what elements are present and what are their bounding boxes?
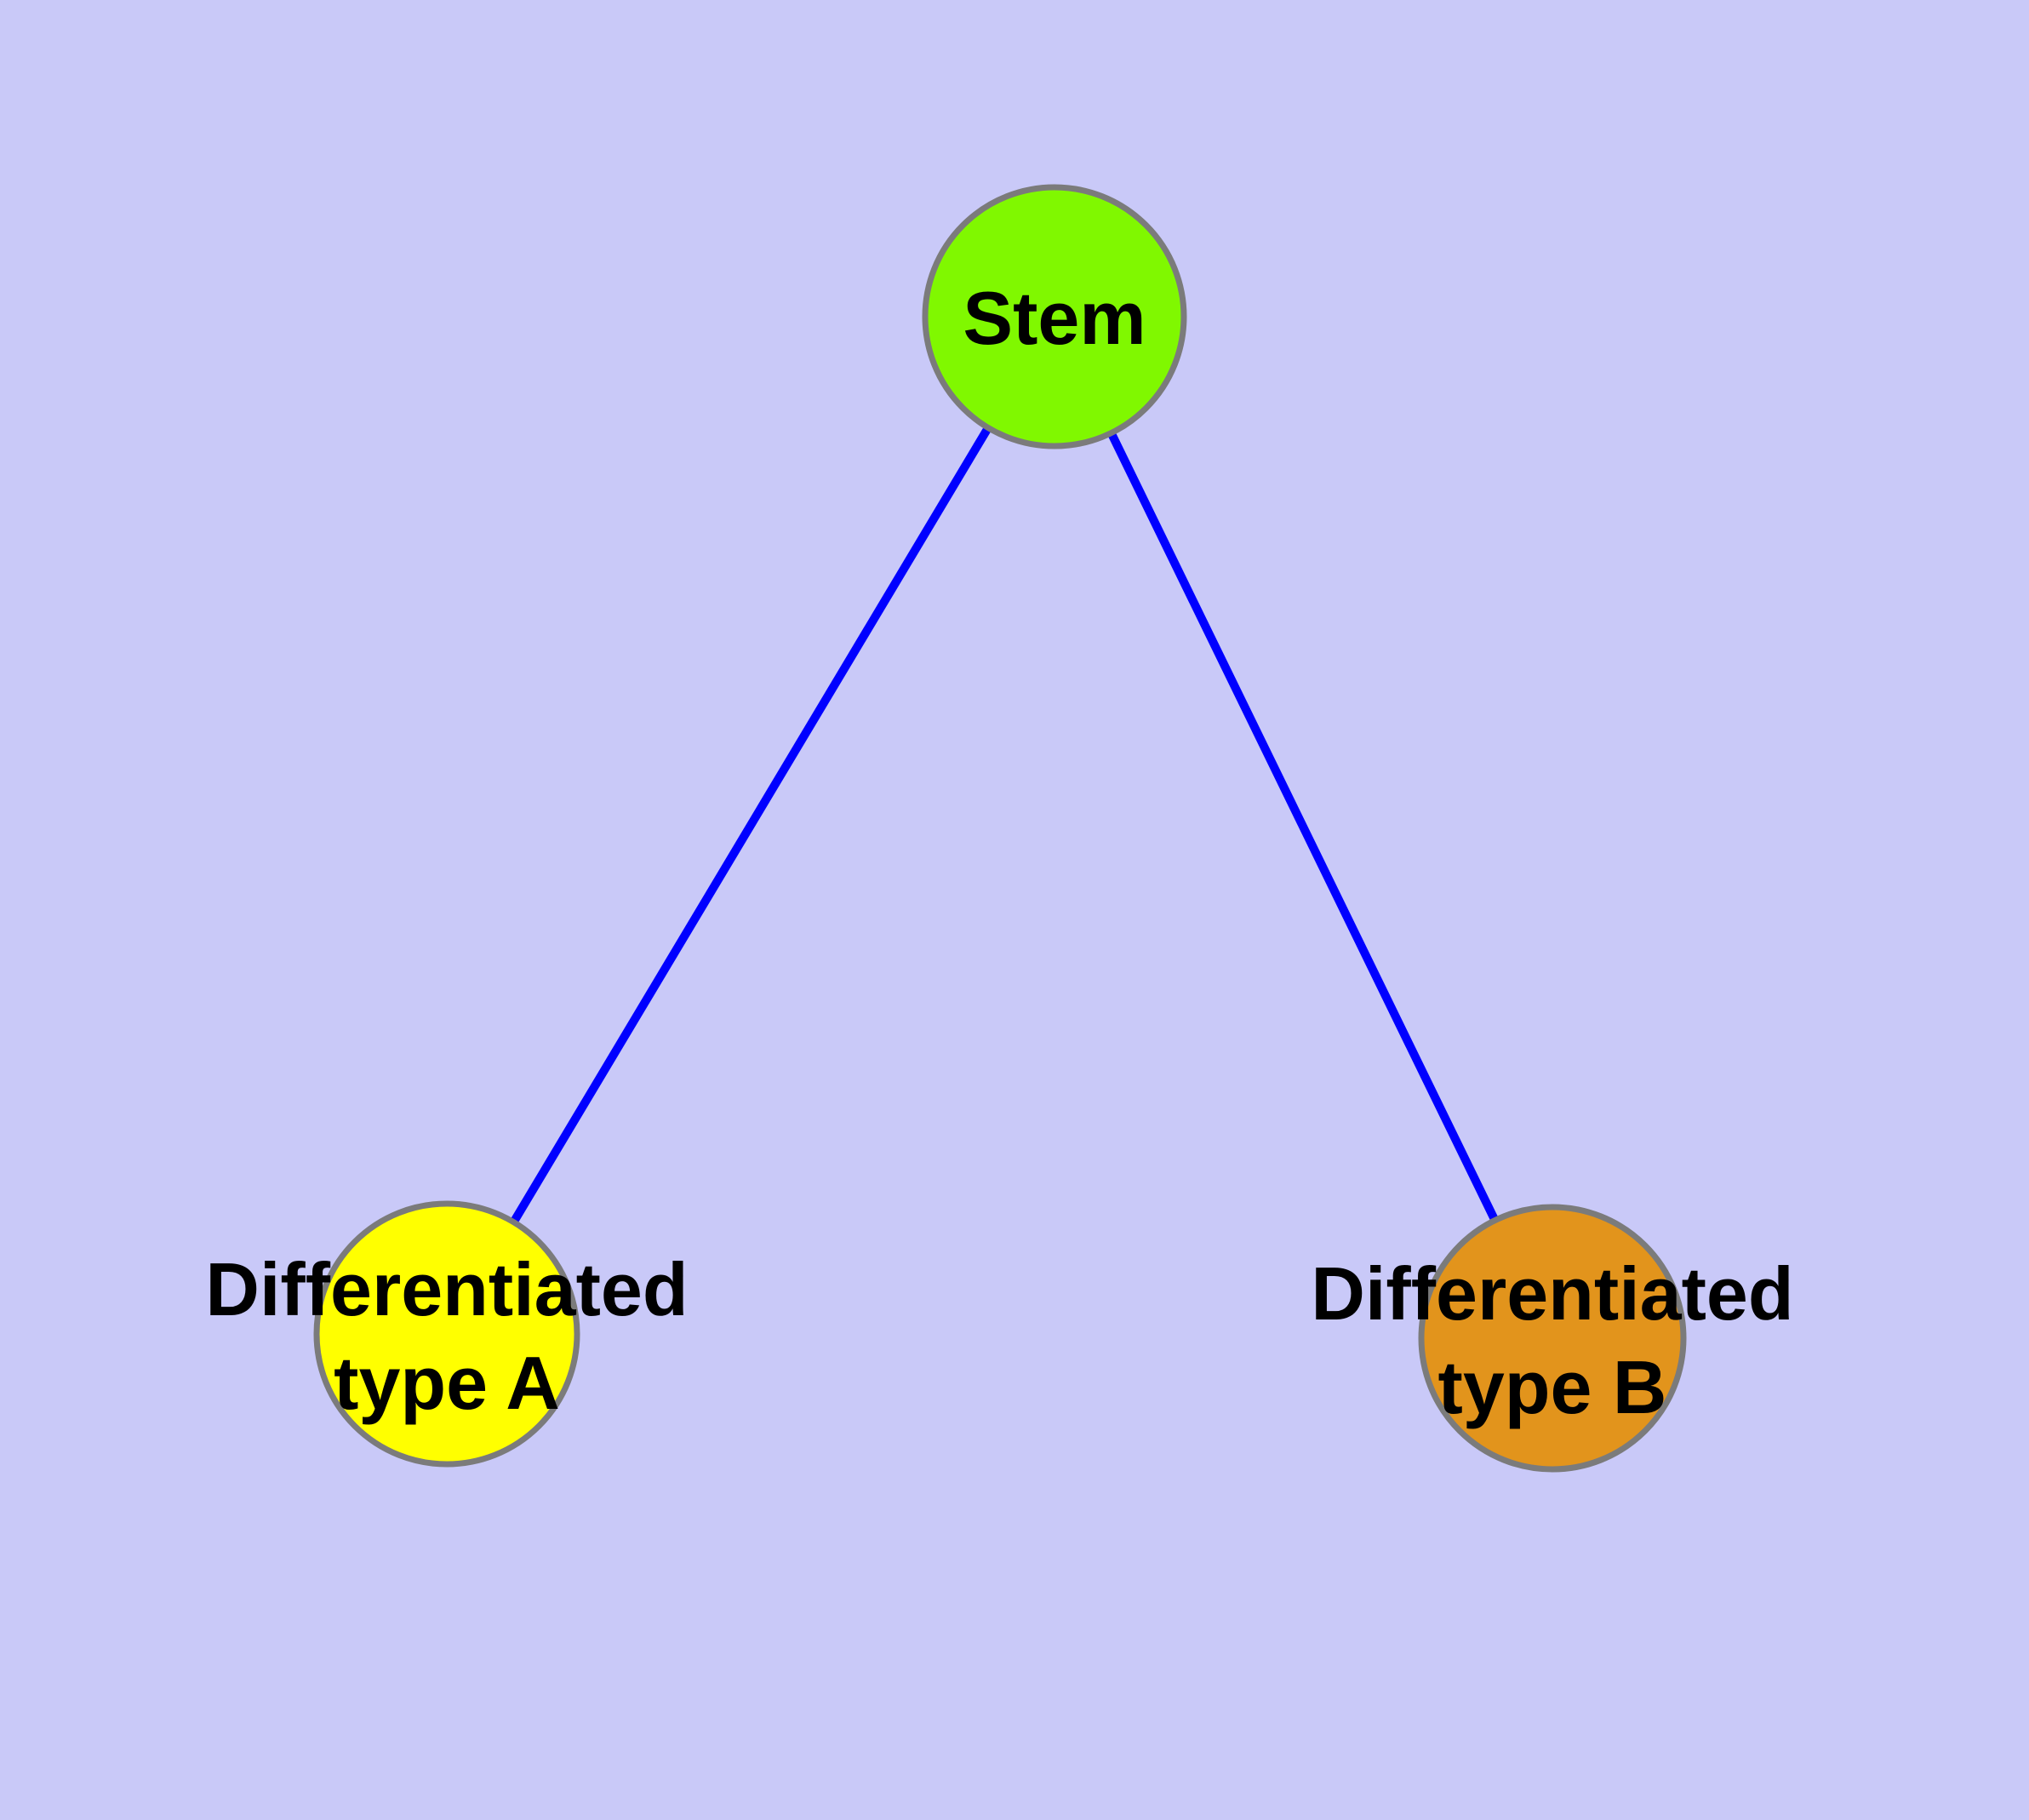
node-type-a-label-line2: type A [334, 1341, 560, 1425]
node-type-b-label-line2: type B [1438, 1345, 1667, 1429]
edge-stem-to-type-a [443, 314, 1059, 1336]
edge-stem-to-type-b [1050, 314, 1557, 1341]
edges-group [443, 314, 1557, 1341]
node-stem-label: Stem [963, 276, 1146, 360]
node-type-b-circle [1418, 1204, 1687, 1473]
node-type-a: Differentiated type A [205, 1200, 689, 1468]
node-stem-circle [922, 184, 1187, 449]
node-type-b-label-line1: Differentiated [1311, 1251, 1793, 1336]
node-stem: Stem [922, 184, 1187, 449]
node-type-a-label-line1: Differentiated [205, 1247, 688, 1331]
node-type-b: Differentiated type B [1311, 1204, 1794, 1473]
node-type-a-circle [313, 1200, 580, 1468]
